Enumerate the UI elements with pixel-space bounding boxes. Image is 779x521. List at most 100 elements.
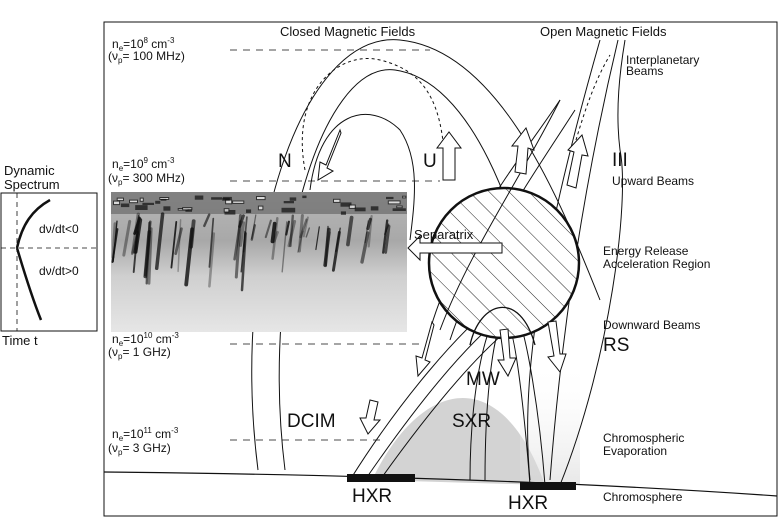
svg-text:ne=1010 cm-3: ne=1010 cm-3 bbox=[112, 331, 179, 348]
main-frame bbox=[103, 21, 778, 517]
spectrogram-streak bbox=[271, 217, 279, 260]
mw-label: MW bbox=[466, 369, 500, 390]
spectrogram-streak bbox=[174, 227, 183, 256]
downward-beam-arrow-3 bbox=[497, 328, 517, 378]
hxr-left-label: HXR bbox=[352, 486, 392, 507]
spectrogram-streak bbox=[242, 216, 248, 253]
spectrogram-streak bbox=[234, 214, 242, 279]
spectrogram-noise bbox=[354, 207, 366, 212]
svg-text:ne=108 cm-3: ne=108 cm-3 bbox=[112, 36, 175, 53]
inset-frame bbox=[0, 192, 98, 332]
separatrix-arrow bbox=[407, 234, 503, 262]
spectrogram-noise bbox=[257, 205, 264, 211]
spectrogram-streak bbox=[323, 227, 331, 268]
spectrogram-streak bbox=[208, 217, 215, 268]
spectrogram-streak bbox=[272, 230, 279, 243]
spectrogram-streak bbox=[285, 220, 290, 236]
spectrogram-streak bbox=[287, 219, 297, 248]
spectrogram-noise bbox=[159, 197, 170, 200]
spectrogram-streak bbox=[170, 220, 178, 269]
separatrix-label: Separatrix bbox=[414, 227, 474, 242]
spectrogram-noise bbox=[396, 205, 403, 209]
u-beam-arrow bbox=[436, 131, 462, 181]
inset-drift-positive-curve bbox=[15, 247, 43, 321]
inner-closed-loop bbox=[309, 114, 415, 241]
spectrogram-noise bbox=[116, 197, 124, 202]
closed-fields-label: Closed Magnetic Fields bbox=[280, 24, 416, 39]
energy-release-label: Energy Release bbox=[603, 244, 689, 258]
spectrogram-streak bbox=[323, 231, 332, 267]
downward-beam-arrow-1 bbox=[415, 320, 435, 378]
density-label-1e10: ne=1010 cm-3 (νp= 1 GHz) bbox=[108, 331, 179, 361]
inset-drift-negative-curve bbox=[15, 198, 51, 249]
energy-release-hatching bbox=[429, 188, 579, 338]
spectrogram-noise bbox=[113, 200, 121, 206]
inset-neg-drift-label: dν/dt<0 bbox=[39, 222, 79, 236]
upward-beams-label: Upward Beams bbox=[612, 174, 694, 188]
svg-text:ne=109 cm-3: ne=109 cm-3 bbox=[112, 156, 175, 173]
svg-text:(νp= 100 MHz): (νp= 100 MHz) bbox=[108, 49, 185, 65]
spectrogram-noise bbox=[163, 206, 171, 211]
spectrogram-noise bbox=[211, 197, 223, 200]
spectrogram-streak bbox=[203, 213, 211, 228]
inset-title-line1: Dynamic bbox=[4, 163, 55, 178]
chromosphere-line bbox=[103, 471, 778, 497]
rs-label: RS bbox=[603, 335, 629, 356]
sxr-label: SXR bbox=[452, 411, 491, 432]
spectrogram-noise bbox=[142, 202, 154, 206]
interplanetary-label-1: Interplanetary bbox=[626, 53, 699, 67]
interplanetary-label-2: Beams bbox=[626, 64, 663, 78]
spectrogram-streak bbox=[264, 219, 272, 239]
spectrogram-noise bbox=[348, 204, 356, 209]
svg-text:(νp= 1 GHz): (νp= 1 GHz) bbox=[108, 345, 171, 361]
upward-beam-arrow-1 bbox=[510, 126, 535, 175]
dcim-label: DCIM bbox=[287, 411, 336, 432]
downward-beams-label: Downward Beams bbox=[603, 318, 700, 332]
type-iii-label: III bbox=[612, 150, 628, 171]
spectrogram-streak bbox=[367, 215, 373, 248]
spectrogram-streak bbox=[305, 227, 310, 238]
hxr-footpoint-left bbox=[347, 474, 415, 482]
spectrogram-streak bbox=[364, 220, 369, 244]
svg-text:(νp= 300 MHz): (νp= 300 MHz) bbox=[108, 171, 185, 187]
spectrogram-streak bbox=[384, 224, 391, 254]
spectrogram-noise bbox=[155, 200, 161, 204]
spectrogram-streak bbox=[360, 231, 370, 264]
open-fields-label: Open Magnetic Fields bbox=[540, 24, 667, 39]
crossing-line bbox=[439, 99, 561, 331]
spectrogram-noise bbox=[232, 200, 245, 204]
spectrogram-noise bbox=[182, 207, 193, 211]
density-label-1e9: ne=109 cm-3 (νp= 300 MHz) bbox=[108, 156, 185, 187]
spectrogram-streak bbox=[315, 226, 320, 251]
chromosphere-label: Chromosphere bbox=[603, 490, 683, 504]
inset-xlabel: Time t bbox=[2, 333, 38, 348]
spectrogram-noise bbox=[129, 199, 138, 204]
spectrogram-noise bbox=[223, 208, 230, 213]
spectrogram-noise bbox=[302, 195, 307, 199]
spectrogram-streak bbox=[281, 221, 288, 273]
spectrogram-streak bbox=[111, 222, 117, 259]
spectrogram-noise bbox=[194, 195, 204, 200]
spectrogram-noise bbox=[392, 208, 406, 212]
chromo-evap-label-1: Chromospheric bbox=[603, 431, 684, 445]
u-label: U bbox=[423, 151, 437, 172]
spectrogram-streak bbox=[189, 219, 196, 249]
spectrogram-streak bbox=[238, 221, 246, 247]
spectrogram-streak bbox=[366, 217, 372, 231]
spectrogram-streak bbox=[144, 220, 152, 277]
dotted-loop bbox=[301, 58, 446, 181]
spectrogram-streak bbox=[297, 214, 304, 253]
evaporation-region bbox=[372, 398, 545, 485]
upward-beam-arrow-2 bbox=[566, 134, 589, 189]
spectrogram-noise bbox=[246, 209, 252, 213]
open-line-3 bbox=[559, 39, 626, 486]
spectrogram-streak bbox=[133, 218, 143, 254]
dynamic-spectrum-inset: Dynamic Spectrum dν/dt<0 dν/dt>0 Time t bbox=[0, 163, 98, 348]
chromo-evap-label-2: Evaporation bbox=[603, 444, 667, 458]
spectrogram-streak bbox=[346, 215, 354, 247]
hxr-right-label: HXR bbox=[508, 493, 548, 514]
n-beam-arrow bbox=[317, 128, 342, 181]
spectrogram-background bbox=[111, 192, 407, 332]
spectrogram-streak bbox=[251, 214, 257, 239]
n-label: N bbox=[278, 151, 292, 172]
